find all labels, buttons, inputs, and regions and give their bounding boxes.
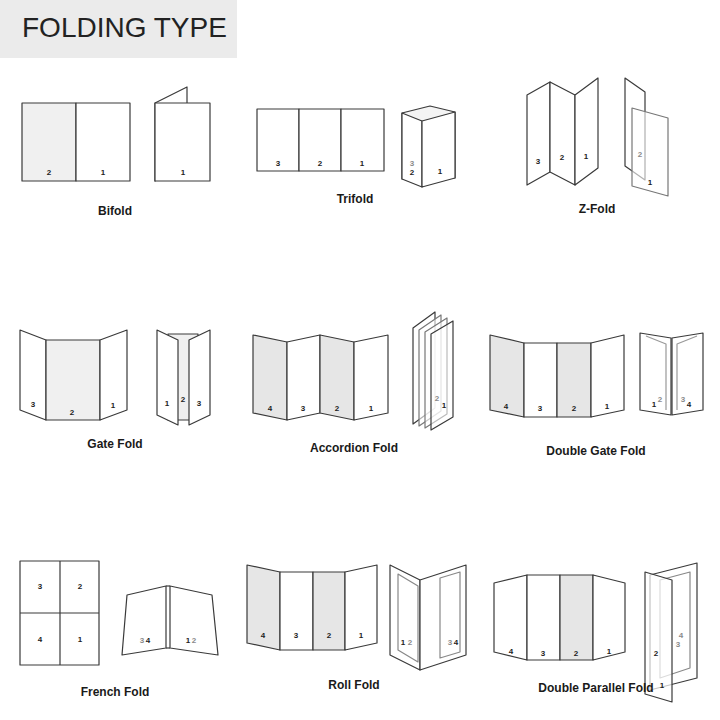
panel-number: 1	[101, 169, 105, 177]
panel-number: 4	[504, 403, 508, 411]
double-gate-fold-drawing	[490, 333, 703, 417]
panel-number: 4	[268, 405, 272, 413]
fold-name: Accordion Fold	[310, 442, 398, 454]
z-fold-drawing	[527, 78, 668, 196]
panel-number: 2	[435, 395, 439, 403]
panel-number: 2	[408, 639, 412, 647]
panel-number: 4	[146, 637, 150, 645]
panel-number: 2	[560, 154, 564, 162]
panel-number: 2	[78, 583, 82, 591]
panel-number: 3	[541, 650, 545, 658]
panel-number: 2	[47, 169, 51, 177]
panel-number: 3	[681, 396, 685, 404]
panel-number: 2	[658, 396, 662, 404]
panel-number: 1	[660, 682, 664, 690]
panel-number: 4	[509, 648, 513, 656]
panel-number: 3	[410, 160, 414, 168]
panel-number: 2	[654, 650, 658, 658]
fold-name: Double Gate Fold	[546, 445, 645, 457]
trifold-drawing	[257, 106, 455, 187]
panel-number: 1	[605, 403, 609, 411]
panel-number: 1	[78, 636, 82, 644]
panel-number: 1	[360, 160, 364, 168]
panel-number: 1	[648, 179, 652, 187]
panel-number: 3	[676, 641, 680, 649]
panel-number: 1	[438, 168, 442, 176]
double-parallel-fold-drawing	[494, 563, 697, 702]
fold-name: French Fold	[81, 686, 150, 698]
panel-number: 2	[410, 169, 414, 177]
panel-number: 3	[448, 639, 452, 647]
panel-number: 1	[359, 632, 363, 640]
panel-number: 1	[584, 153, 588, 161]
panel-number: 4	[687, 401, 691, 409]
fold-name: Trifold	[337, 193, 374, 205]
panel-number: 3	[31, 401, 35, 409]
panel-number: 4	[261, 632, 265, 640]
accordion-fold-drawing	[253, 312, 453, 430]
panel-number: 3	[301, 405, 305, 413]
panel-number: 1	[369, 405, 373, 413]
page-title: FOLDING TYPE	[22, 13, 227, 44]
panel-number: 1	[442, 402, 446, 410]
panel-number: 3	[276, 160, 280, 168]
panel-number: 2	[572, 405, 576, 413]
panel-number: 2	[181, 396, 185, 404]
title-band	[0, 0, 237, 58]
panel-number: 4	[38, 636, 42, 644]
panel-number: 3	[536, 158, 540, 166]
panel-number: 2	[335, 405, 339, 413]
panel-number: 1	[652, 401, 656, 409]
fold-name: Bifold	[98, 205, 132, 217]
fold-name: Z-Fold	[579, 203, 616, 215]
gate-fold-drawing	[20, 330, 210, 425]
panel-number: 3	[294, 632, 298, 640]
panel-number: 1	[186, 637, 190, 645]
panel-number: 2	[192, 637, 196, 645]
fold-name: Roll Fold	[328, 679, 379, 691]
panel-number: 1	[607, 648, 611, 656]
panel-number: 2	[70, 409, 74, 417]
fold-name: Gate Fold	[87, 438, 142, 450]
panel-number: 3	[38, 583, 42, 591]
panel-number: 1	[181, 169, 185, 177]
fold-name: Double Parallel Fold	[538, 682, 653, 694]
panel-number: 4	[679, 632, 683, 640]
panel-number: 2	[327, 632, 331, 640]
panel-number: 3	[538, 405, 542, 413]
panel-number: 1	[111, 402, 115, 410]
panel-number: 1	[401, 639, 405, 647]
french-fold-drawing	[20, 561, 218, 665]
panel-number: 2	[318, 160, 322, 168]
panel-number: 2	[574, 650, 578, 658]
panel-number: 3	[140, 637, 144, 645]
panel-number: 4	[454, 639, 458, 647]
panel-number: 1	[165, 400, 169, 408]
roll-fold-drawing	[247, 565, 466, 670]
bifold-drawing	[22, 87, 210, 181]
panel-number: 3	[197, 400, 201, 408]
panel-number: 2	[638, 151, 642, 159]
